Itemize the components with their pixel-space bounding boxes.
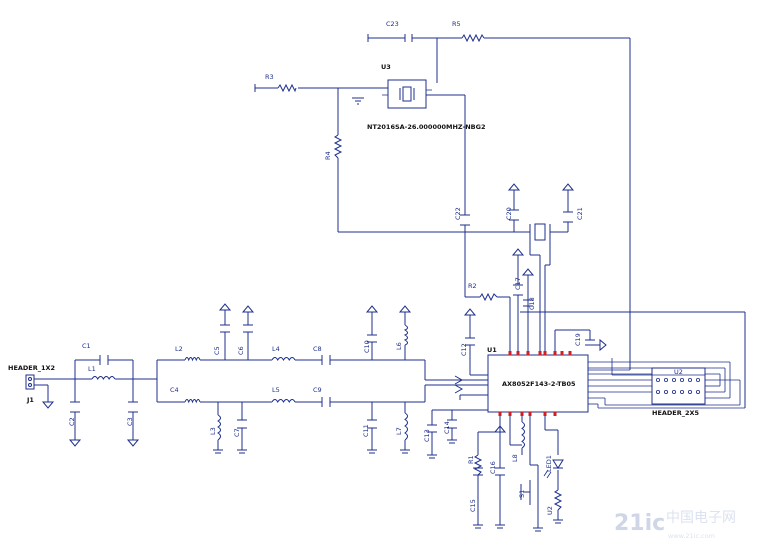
- u1-pin-top: [508, 351, 512, 355]
- header-pin: [664, 377, 669, 382]
- label-u1: U1: [487, 346, 497, 354]
- header-1x2: HEADER_1X2 J1: [8, 364, 55, 404]
- header-pin: [672, 377, 677, 382]
- label-r3: R3: [265, 73, 274, 81]
- label-c20: C20: [505, 207, 513, 220]
- label-header-2x5: HEADER_2X5: [652, 409, 700, 417]
- label-l3: L3: [209, 427, 217, 435]
- header-pin: [656, 389, 661, 394]
- label-l2: L2: [175, 345, 183, 353]
- label-c1: C1: [82, 342, 91, 350]
- watermark: 21ic 中国电子网 www.21ic.com: [614, 510, 736, 540]
- header-pin: [672, 389, 677, 394]
- label-l5: L5: [272, 386, 280, 394]
- label-c6: C6: [237, 346, 245, 355]
- label-c18: C18: [528, 297, 536, 310]
- label-l6: L6: [395, 342, 403, 350]
- watermark-brand: 21ic: [614, 511, 665, 536]
- label-c5: C5: [213, 346, 221, 355]
- u1-ic: AX8052F143-2-TB05 U1: [487, 346, 589, 413]
- u3-oscillator: U3 NT2016SA-26.000000MHZ-NBG2: [367, 63, 485, 131]
- label-c8: C8: [313, 345, 322, 353]
- wires: [34, 37, 746, 528]
- u1-pin-top: [526, 351, 530, 355]
- label-c7: C7: [233, 428, 241, 437]
- watermark-cn: 中国电子网: [666, 510, 736, 526]
- label-c3: C3: [126, 417, 134, 426]
- label-c14: C14: [443, 421, 451, 434]
- header-2x5: [651, 367, 706, 405]
- label-c4: C4: [170, 386, 179, 394]
- header-pin: [696, 377, 701, 382]
- capacitors: [70, 34, 595, 476]
- u1-pin-bottom: [498, 412, 502, 416]
- label-j2: U2: [674, 368, 683, 376]
- u1-pin-top: [568, 351, 572, 355]
- label-s1: S1: [518, 490, 526, 498]
- label-c15: C15: [469, 499, 477, 512]
- label-u1-part: AX8052F143-2-TB05: [502, 380, 576, 388]
- label-c9: C9: [313, 386, 322, 394]
- u1-pin-bottom: [543, 412, 547, 416]
- u1-pin-marks: [498, 351, 572, 416]
- watermark-url: www.21ic.com: [668, 532, 715, 540]
- u1-pin-bottom: [520, 412, 524, 416]
- u1-pin-bottom: [508, 412, 512, 416]
- resistors: [277, 33, 563, 511]
- label-c2: C2: [68, 417, 76, 426]
- label-r4: R4: [324, 151, 332, 160]
- port-arrows: [454, 375, 464, 394]
- header-pin: [680, 389, 685, 394]
- u1-pin-bottom: [528, 412, 532, 416]
- u1-pin-top: [560, 351, 564, 355]
- label-u3-part: NT2016SA-26.000000MHZ-NBG2: [367, 123, 485, 131]
- ground-symbols: [41, 34, 607, 532]
- label-j1: J1: [26, 396, 34, 404]
- label-header-1x2: HEADER_1X2: [8, 364, 55, 372]
- inductors: [91, 324, 525, 449]
- label-l8: L8: [511, 454, 519, 462]
- u1-pin-top: [543, 351, 547, 355]
- label-c19: C19: [574, 333, 582, 346]
- crystal: [529, 223, 551, 241]
- label-l1: L1: [88, 365, 96, 373]
- label-r5: R5: [452, 20, 461, 28]
- label-u2: U2: [546, 506, 554, 515]
- header-pin: [688, 377, 693, 382]
- u1-pin-top: [516, 351, 520, 355]
- header-pin: [680, 377, 685, 382]
- label-c10: C10: [363, 340, 371, 353]
- label-u3: U3: [381, 63, 391, 71]
- header-pin: [656, 377, 661, 382]
- switch-s1: [520, 480, 531, 505]
- label-c12: C12: [460, 343, 468, 356]
- label-c13: C13: [423, 429, 431, 442]
- label-r2: R2: [468, 282, 477, 290]
- led1: [543, 459, 564, 479]
- u1-pin-top: [553, 351, 557, 355]
- label-c21: C21: [576, 207, 584, 220]
- label-l7: L7: [395, 427, 403, 435]
- label-led1: LED1: [545, 455, 553, 472]
- label-l4: L4: [272, 345, 280, 353]
- header-2x5-pins: [656, 377, 701, 394]
- header-pin: [688, 389, 693, 394]
- label-c11: C11: [362, 424, 370, 437]
- header-pin: [696, 389, 701, 394]
- label-c16: C16: [489, 461, 497, 474]
- label-c23: C23: [386, 20, 399, 28]
- label-c17: C17: [514, 277, 522, 290]
- u1-pin-top: [538, 351, 542, 355]
- label-r1: R1: [467, 455, 475, 464]
- u1-pin-bottom: [553, 412, 557, 416]
- label-c22: C22: [454, 207, 462, 220]
- header-pin: [664, 389, 669, 394]
- labels: C23 R5 R3 R4 C22 C20 C21 R2 C17 C18 C19 …: [68, 20, 700, 515]
